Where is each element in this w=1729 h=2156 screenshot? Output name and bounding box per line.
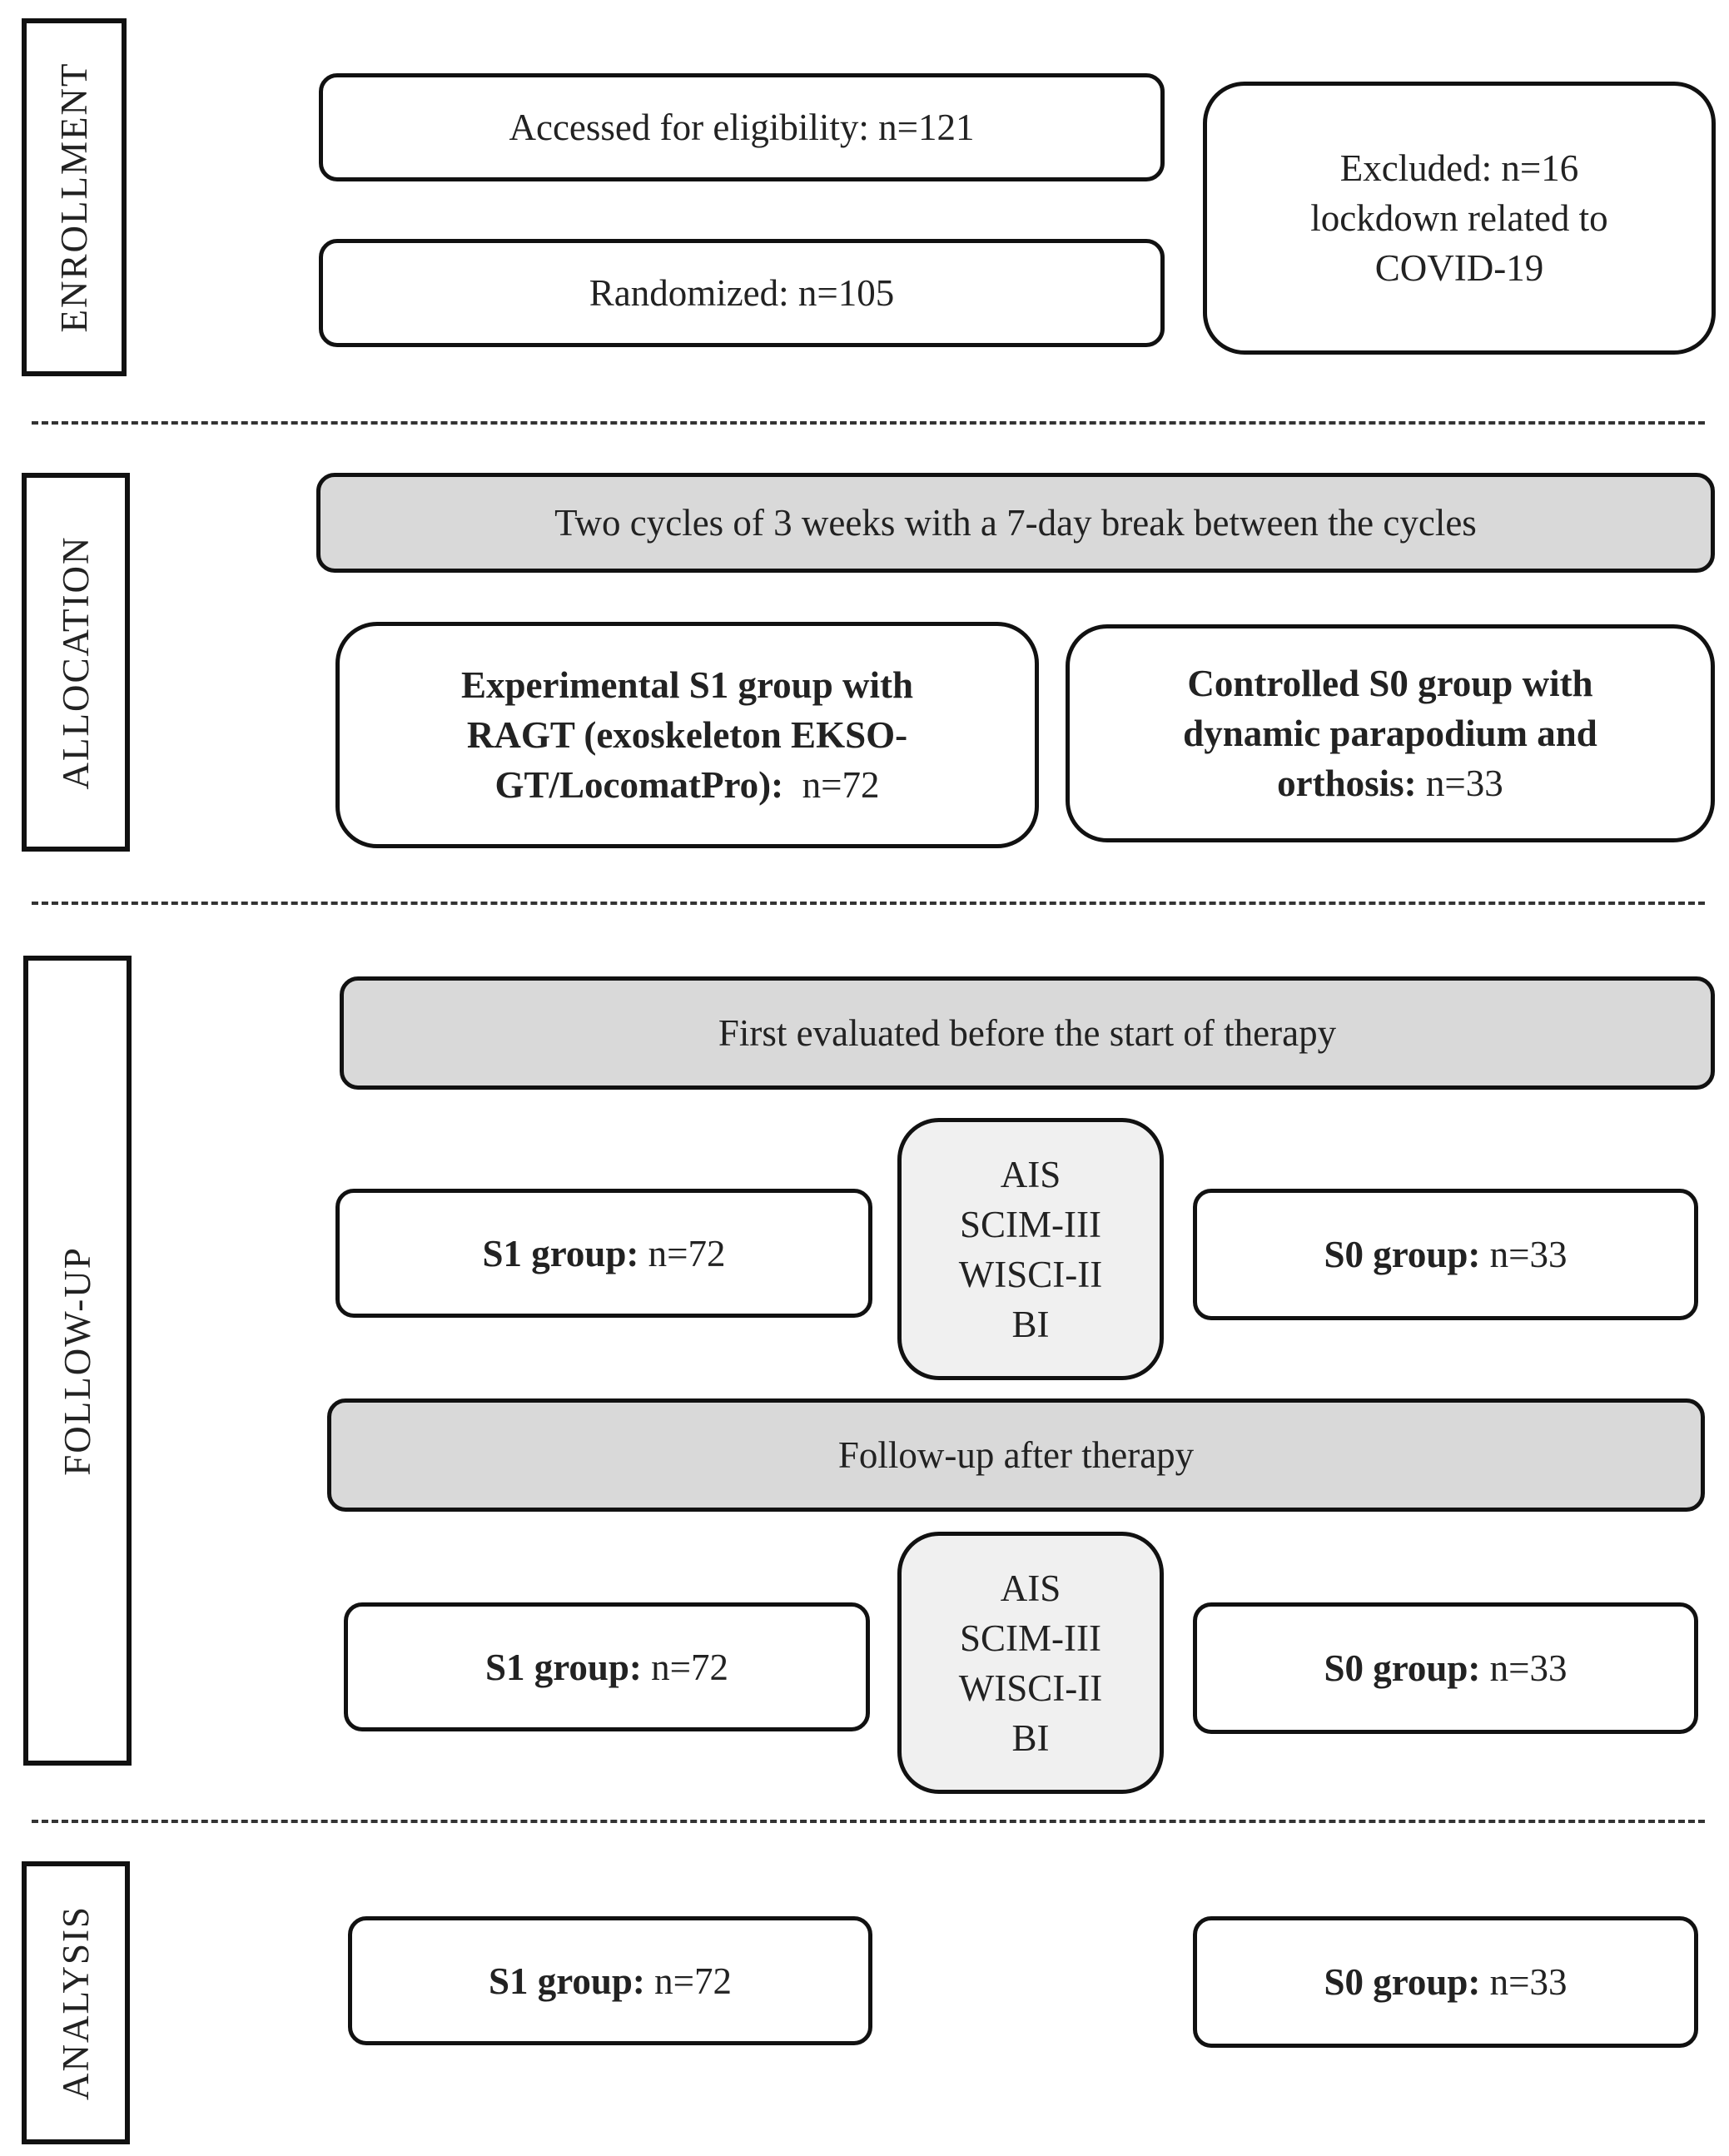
after-therapy-banner: Follow-up after therapy [327, 1398, 1705, 1512]
followup-before-s1-text: S1 group: n=72 [482, 1232, 726, 1274]
excluded-line-3: COVID-19 [1374, 247, 1544, 289]
excluded-box: Excluded: n=16 lockdown related to COVID… [1203, 82, 1716, 355]
eligibility-box: Accessed for eligibility: n=121 [319, 73, 1165, 181]
phase-analysis: ANALYSIS [22, 1861, 130, 2144]
experimental-line-1: Experimental S1 group with [461, 664, 913, 706]
measures-box-after: AIS SCIM-III WISCI-II BI [897, 1532, 1164, 1794]
experimental-group-box: Experimental S1 group with RAGT (exoskel… [335, 622, 1039, 848]
followup-before-s0-text: S0 group: n=33 [1324, 1234, 1568, 1275]
measure-scim: SCIM-III [960, 1617, 1101, 1659]
separator-follow-up-analysis [32, 1820, 1705, 1823]
separator-allocation-follow-up [32, 902, 1705, 905]
experimental-line-3: GT/LocomatPro): n=72 [494, 764, 880, 806]
experimental-n: n=72 [802, 764, 880, 806]
followup-after-s0-box: S0 group: n=33 [1193, 1602, 1698, 1734]
controlled-group-box: Controlled S0 group with dynamic parapod… [1066, 624, 1715, 842]
first-evaluated-text: First evaluated before the start of ther… [718, 1012, 1337, 1054]
measure-scim: SCIM-III [960, 1203, 1101, 1245]
measure-bi: BI [1011, 1303, 1050, 1345]
cycles-text: Two cycles of 3 weeks with a 7-day break… [554, 502, 1477, 544]
analysis-s1-text: S1 group: n=72 [488, 1960, 733, 2002]
phase-follow-up-label: FOLLOW-UP [57, 1245, 98, 1476]
phase-analysis-label: ANALYSIS [55, 1905, 97, 2101]
controlled-line-2: dynamic parapodium and [1183, 713, 1597, 754]
followup-after-s0-text: S0 group: n=33 [1324, 1647, 1568, 1689]
measure-wisci: WISCI-II [958, 1253, 1103, 1295]
controlled-line-3: orthosis: n=33 [1277, 763, 1503, 804]
followup-before-s0-box: S0 group: n=33 [1193, 1189, 1698, 1320]
measures-box-before: AIS SCIM-III WISCI-II BI [897, 1118, 1164, 1380]
analysis-s0-text: S0 group: n=33 [1324, 1961, 1568, 2003]
measure-ais: AIS [1000, 1567, 1061, 1609]
cycles-banner: Two cycles of 3 weeks with a 7-day break… [316, 473, 1715, 573]
excluded-line-2: lockdown related to [1310, 197, 1608, 239]
eligibility-text: Accessed for eligibility: n=121 [509, 107, 975, 148]
followup-after-s1-text: S1 group: n=72 [484, 1646, 729, 1688]
after-therapy-text: Follow-up after therapy [837, 1434, 1195, 1476]
phase-allocation-label: ALLOCATION [55, 535, 97, 789]
randomized-text: Randomized: n=105 [589, 272, 895, 314]
phase-enrollment-label: ENROLLMENT [53, 62, 95, 333]
randomized-box: Randomized: n=105 [319, 239, 1165, 347]
phase-allocation: ALLOCATION [22, 473, 130, 852]
controlled-n: n=33 [1425, 763, 1503, 804]
excluded-line-1: Excluded: n=16 [1339, 147, 1579, 189]
phase-enrollment: ENROLLMENT [22, 18, 127, 376]
analysis-s0-box: S0 group: n=33 [1193, 1916, 1698, 2048]
measure-ais: AIS [1000, 1153, 1061, 1195]
measure-wisci: WISCI-II [958, 1667, 1103, 1709]
separator-enrollment-allocation [32, 421, 1705, 425]
measure-bi: BI [1011, 1716, 1050, 1759]
experimental-line-2: RAGT (exoskeleton EKSO- [466, 714, 908, 756]
phase-follow-up: FOLLOW-UP [23, 956, 132, 1766]
followup-after-s1-box: S1 group: n=72 [344, 1602, 870, 1731]
controlled-line-1: Controlled S0 group with [1187, 663, 1593, 704]
followup-before-s1-box: S1 group: n=72 [335, 1189, 872, 1318]
first-evaluated-banner: First evaluated before the start of ther… [340, 976, 1715, 1090]
analysis-s1-box: S1 group: n=72 [348, 1916, 872, 2045]
